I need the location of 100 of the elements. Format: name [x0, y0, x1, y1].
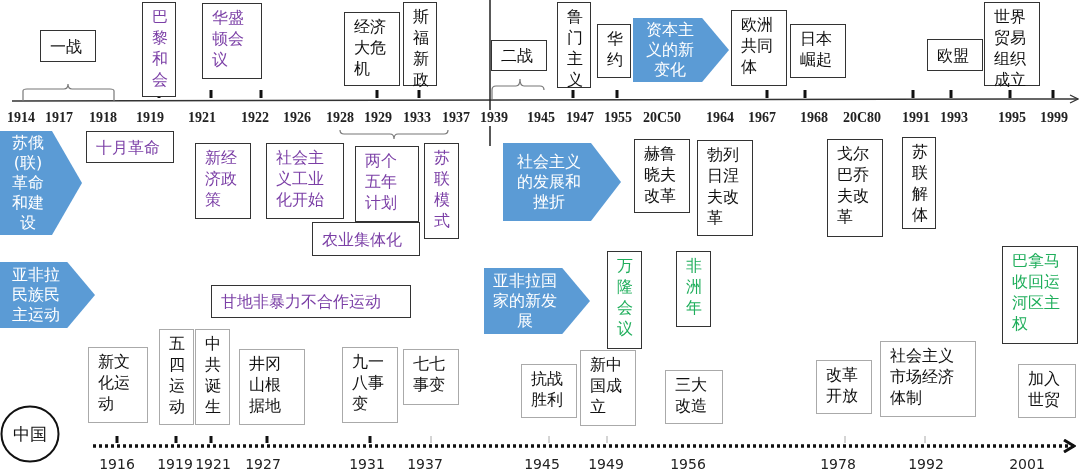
event-box	[697, 140, 753, 236]
event-label: 万隆会议	[617, 255, 633, 339]
event-box	[521, 364, 577, 418]
event-box	[1018, 364, 1076, 418]
chevron-shape	[633, 18, 729, 82]
event-box	[40, 30, 96, 62]
event-label: 甘地非暴力不合作运动	[221, 291, 381, 312]
event-box	[607, 251, 642, 349]
event-box	[816, 360, 872, 414]
event-box	[403, 349, 459, 405]
event-box	[424, 143, 459, 239]
chevron-shape	[484, 268, 590, 334]
event-label: 社会主义工业化开始	[276, 147, 325, 210]
event-label: 巴拿马收回运河区主权	[1012, 250, 1061, 334]
year-label: 2001	[1008, 456, 1046, 472]
event-label: 十月革命	[96, 136, 160, 158]
year-label: 1931	[348, 456, 386, 472]
event-box	[984, 2, 1040, 86]
event-label: 一战	[50, 35, 82, 57]
circle-label: 中国	[13, 422, 47, 446]
event-box	[266, 143, 344, 219]
event-label: 五四运动	[169, 333, 185, 417]
circle-shape	[0, 405, 60, 463]
chevron-shape	[0, 131, 82, 235]
event-label: 苏联模式	[434, 147, 450, 231]
event-label: 改革开放	[826, 364, 859, 406]
event-box	[580, 350, 636, 426]
event-box	[927, 39, 983, 71]
event-box	[676, 251, 711, 327]
event-label: 华约	[607, 28, 623, 70]
event-box	[827, 139, 883, 237]
event-box	[342, 347, 398, 423]
event-label: 新文化运动	[98, 351, 131, 414]
event-box	[355, 146, 419, 222]
event-label: 苏联解体	[912, 141, 928, 225]
event-label: 新经济政策	[205, 147, 238, 210]
chevron-label: 资本主义的新变化	[644, 20, 695, 80]
event-box	[86, 131, 174, 163]
event-label: 二战	[501, 45, 533, 66]
chevron-label: 亚非拉民族民主运动	[10, 265, 61, 325]
year-label: 1945	[523, 456, 561, 472]
year-label: 1919	[156, 456, 194, 472]
event-label: 欧洲共同体	[741, 14, 774, 77]
year-label: 1939	[479, 110, 509, 126]
event-label: 非洲年	[686, 255, 702, 318]
event-box	[239, 349, 305, 425]
event-label: 社会主义市场经济体制	[890, 345, 955, 408]
year-label: 1927	[244, 456, 282, 472]
chevron-label: 社会主义的发展和挫折	[516, 152, 582, 212]
event-box	[211, 285, 411, 318]
event-box	[344, 12, 400, 86]
event-label: 巴黎和会	[152, 6, 168, 90]
event-box	[202, 3, 262, 79]
year-label: 1949	[587, 456, 625, 472]
event-label: 九一八事变	[352, 351, 385, 414]
event-label: 新中国成立	[590, 354, 623, 417]
event-label: 勃列日涅夫改革	[707, 144, 740, 228]
event-label: 三大改造	[675, 374, 708, 416]
event-label: 中共诞生	[205, 333, 221, 417]
event-label: 欧盟	[937, 44, 969, 66]
event-box	[312, 222, 420, 256]
event-box	[665, 370, 723, 424]
event-label: 赫鲁晓夫改革	[644, 143, 677, 206]
chevron-shape	[503, 143, 621, 221]
event-label: 华盛顿会议	[212, 7, 245, 70]
event-box	[195, 143, 251, 219]
year-label: 1978	[819, 456, 857, 472]
year-label: 1921	[194, 456, 232, 472]
event-label: 七七事变	[413, 353, 446, 395]
event-box	[597, 24, 631, 78]
event-box	[142, 2, 176, 97]
event-label: 两个五年计划	[365, 150, 398, 213]
event-label: 鲁门主义	[567, 6, 583, 90]
event-box	[731, 10, 787, 86]
event-box	[790, 24, 846, 78]
year-label: 1956	[669, 456, 707, 472]
event-label: 农业集体化	[322, 228, 402, 250]
year-label: 1937	[406, 456, 444, 472]
event-label: 经济大危机	[354, 16, 387, 79]
event-box	[491, 40, 547, 71]
event-label: 世界贸易组织成立	[994, 6, 1027, 90]
event-box	[880, 341, 976, 417]
event-box	[195, 329, 230, 425]
event-box	[403, 2, 437, 86]
event-box	[1002, 246, 1078, 344]
event-label: 抗战胜利	[531, 368, 564, 410]
event-box	[159, 329, 194, 425]
event-label: 戈尔巴乔夫改革	[837, 143, 870, 227]
year-label: 1916	[98, 456, 136, 472]
event-label: 斯福新政	[413, 6, 429, 90]
chevron-label: 亚非拉国家的新发展	[492, 271, 559, 331]
event-box	[88, 347, 148, 423]
event-label: 日本崛起	[800, 28, 833, 70]
chevron-label: 苏俄(联)革命和建设	[11, 133, 45, 233]
chevron-shape	[0, 262, 95, 328]
event-label: 井冈山根据地	[249, 353, 282, 416]
event-box	[902, 137, 936, 229]
event-box	[634, 139, 690, 213]
event-label: 加入世贸	[1028, 368, 1061, 410]
event-box	[557, 2, 591, 88]
